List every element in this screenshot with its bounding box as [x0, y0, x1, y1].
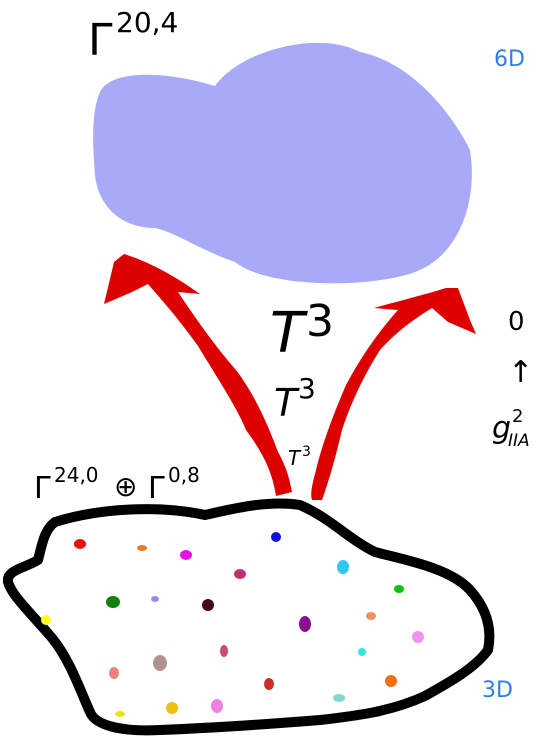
colored-dot [394, 585, 404, 593]
colored-dot [106, 596, 120, 608]
dimension-label-6d: 6D [494, 47, 525, 72]
torus-medium-superscript: 3 [298, 372, 316, 405]
lattice-gamma-a-superscript: 24,0 [54, 463, 99, 487]
coupling-subscript: IIA [508, 431, 530, 451]
lattice-gamma-b: Γ [148, 471, 165, 506]
left-red-arrow [104, 254, 292, 496]
lattice-gamma-a: Γ [34, 471, 51, 506]
colored-dot [337, 560, 349, 574]
colored-dot [264, 678, 274, 690]
top-gamma-label: Γ [88, 15, 113, 66]
torus-medium-label: T [274, 381, 300, 425]
colored-dot [299, 616, 311, 632]
lattice-gamma-b-superscript: 0,8 [168, 463, 200, 487]
colored-dot [271, 532, 281, 542]
coupling-superscript: 2 [512, 406, 523, 427]
colored-dot [366, 612, 376, 620]
colored-dot [74, 539, 86, 549]
colored-dot [220, 645, 228, 657]
colored-dot [115, 711, 125, 717]
colored-dot [234, 569, 246, 579]
colored-dot [385, 675, 397, 687]
colored-dot [41, 615, 51, 625]
colored-dot [180, 550, 192, 560]
colored-dots-group [41, 532, 424, 717]
colored-dot [166, 702, 178, 714]
colored-dot [412, 631, 424, 643]
colored-dot [109, 667, 119, 679]
colored-dot [211, 699, 223, 713]
colored-dot [153, 655, 167, 671]
colored-dot [137, 545, 147, 551]
colored-dot [202, 599, 214, 611]
cloud-6d [93, 42, 472, 284]
blob-3d [2, 498, 495, 736]
limit-value: 0 [508, 307, 525, 337]
torus-small-label: T [288, 446, 302, 470]
colored-dot [358, 648, 366, 656]
limit-arrow: ↑ [508, 355, 533, 390]
torus-large-label: T [270, 301, 308, 366]
torus-small-superscript: 3 [302, 444, 311, 460]
coupling-g: g [492, 411, 511, 446]
colored-dot [151, 596, 159, 602]
lattice-oplus: ⊕ [114, 470, 137, 503]
torus-large-superscript: 3 [306, 296, 334, 347]
top-gamma-superscript: 20,4 [116, 6, 178, 39]
dimension-label-3d: 3D [482, 678, 513, 703]
right-red-arrow [311, 288, 476, 500]
colored-dot [333, 694, 345, 702]
